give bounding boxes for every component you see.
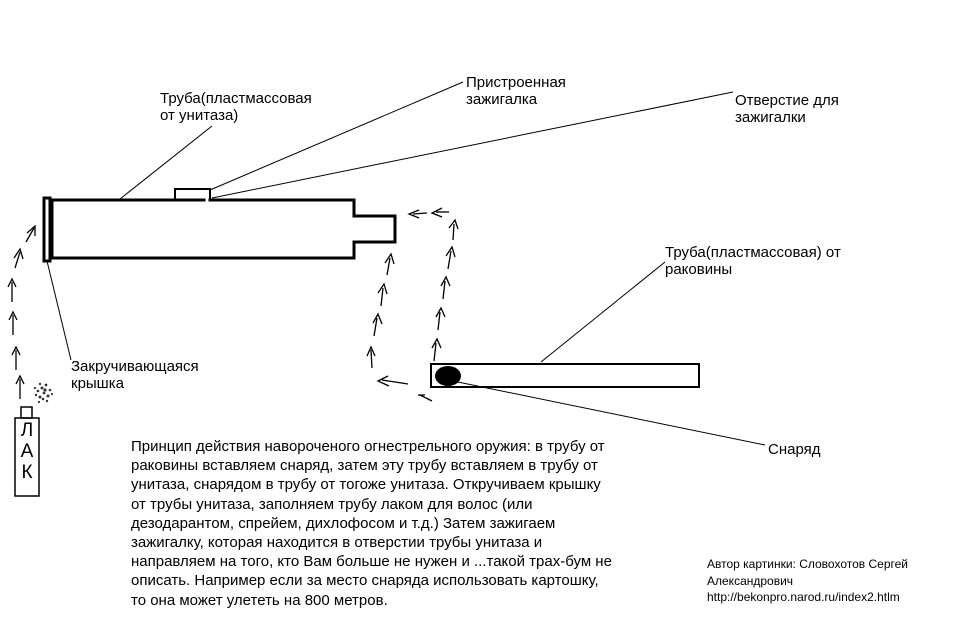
label-projectile: Снаряд xyxy=(768,441,821,458)
projectile xyxy=(435,366,461,386)
label-lighter-line1: Пристроенная xyxy=(466,74,566,91)
description-line: раковины вставляем снаряд, затем эту тру… xyxy=(131,457,598,475)
toilet-pipe xyxy=(50,198,397,260)
description-line: то она может улететь на 800 метров. xyxy=(131,591,388,609)
sink-pipe xyxy=(430,363,700,388)
description-line: дезодарантом, спрейем, дихлофосом и т.д.… xyxy=(131,514,556,532)
label-sink-pipe-line2: раковины xyxy=(665,261,733,278)
label-lighter-line2: зажигалка xyxy=(466,91,538,108)
spray-mist xyxy=(33,382,54,404)
description-line: от трубы унитаза, заполняем трубу лаком … xyxy=(131,495,533,513)
label-sink-pipe-line1: Труба(пластмассовая) от xyxy=(665,244,841,261)
label-lighter-hole-line2: зажигалки xyxy=(735,109,806,126)
label-lighter-hole-line1: Отверстие для xyxy=(735,92,839,109)
label-toilet-pipe-line1: Труба(пластмассовая xyxy=(160,90,312,107)
description-line: направляем на того, кто Вам больше не ну… xyxy=(131,553,612,571)
label-screw-cap: Закручивающаяся крышка xyxy=(71,358,199,392)
credit-url: http://bekonpro.narod.ru/index2.htlm xyxy=(707,590,900,604)
label-screw-cap-line1: Закручивающаяся xyxy=(71,358,199,375)
description-line: описать. Например если за место снаряда … xyxy=(131,572,599,590)
can-letter-1: Л xyxy=(20,420,34,441)
can-letter-2: А xyxy=(20,441,34,462)
credit-line: Александрович xyxy=(707,573,794,588)
spray-path-arrows xyxy=(7,224,36,399)
description: Принцип действия навороченого огнестрель… xyxy=(131,437,679,610)
author-credit: Автор картинки: Словохотов Сергей Алекса… xyxy=(707,556,908,606)
label-toilet-pipe: Труба(пластмассовая от унитаза) xyxy=(160,90,312,124)
label-toilet-pipe-line2: от унитаза) xyxy=(160,107,239,124)
can-letter-3: К xyxy=(21,462,33,483)
leader-lines xyxy=(46,81,766,446)
insertion-path-arrows xyxy=(366,207,459,402)
label-lighter: Пристроенная зажигалка xyxy=(466,74,566,108)
lighter xyxy=(174,188,211,199)
label-screw-cap-line2: крышка xyxy=(71,375,124,392)
credit-line: Автор картинки: Словохотов Сергей xyxy=(707,557,908,571)
spray-nozzle xyxy=(20,406,33,419)
label-lighter-hole: Отверстие для зажигалки xyxy=(735,92,839,126)
description-line: Принцип действия навороченого огнестрель… xyxy=(131,438,605,455)
label-sink-pipe: Труба(пластмассовая) от раковины xyxy=(665,244,841,278)
screw-cap xyxy=(42,196,52,263)
description-line: зажигалку, которая находится в отверстии… xyxy=(131,534,543,552)
description-line: унитаза, снарядом в трубу от тогоже унит… xyxy=(131,476,601,494)
